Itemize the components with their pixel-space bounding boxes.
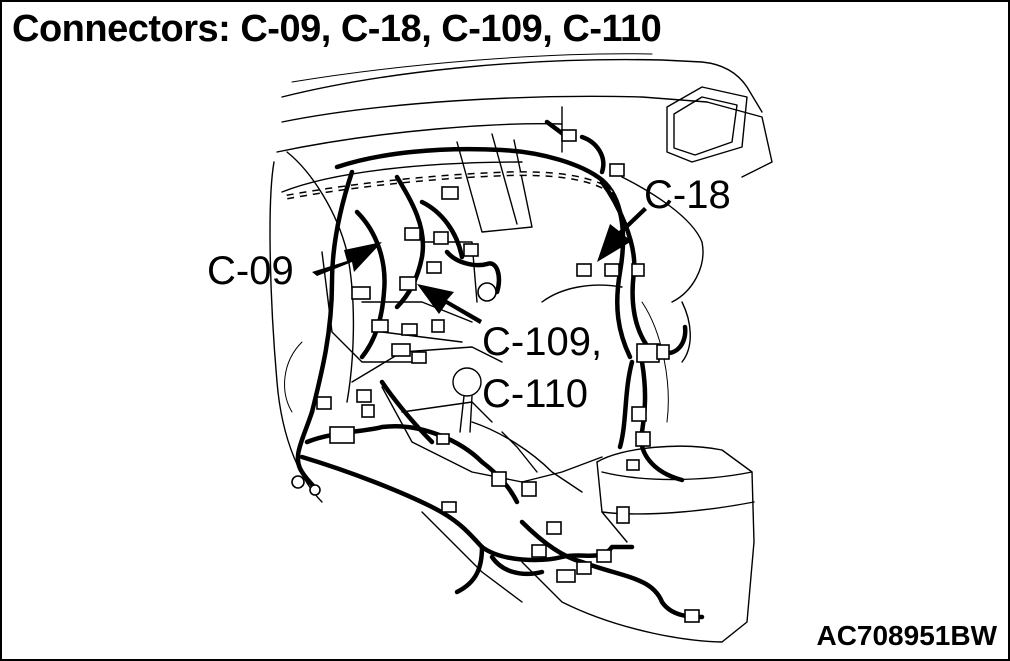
label-c18: C-18: [644, 173, 731, 217]
arrow-c109: [417, 284, 482, 324]
label-c09: C-09: [207, 249, 294, 293]
arrow-c18: [597, 207, 647, 262]
callout-arrows: [312, 207, 647, 324]
label-c109: C-109,: [482, 320, 602, 364]
arrow-c09: [312, 242, 382, 276]
figure-title: Connectors: C-09, C-18, C-109, C-110: [12, 8, 662, 50]
label-c110: C-110: [482, 372, 588, 416]
figure-code: AC708951BW: [816, 620, 997, 651]
harness-wires: [286, 119, 705, 620]
harness-connectors: [291, 129, 700, 623]
